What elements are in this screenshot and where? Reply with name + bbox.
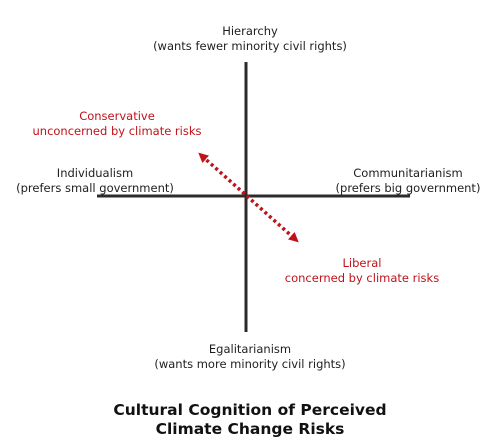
- individualism-title: Individualism: [56, 166, 134, 180]
- communitarianism-label: Communitarianism (prefers big government…: [318, 166, 498, 196]
- title-line-2: Climate Change Risks: [155, 420, 345, 438]
- conservative-description: unconcerned by climate risks: [32, 124, 202, 138]
- climate-risk-arrow: [198, 152, 299, 243]
- egalitarianism-description: (wants more minority civil rights): [154, 357, 346, 371]
- individualism-label: Individualism (prefers small government): [2, 166, 188, 196]
- diagram-title: Cultural Cognition of Perceived Climate …: [0, 401, 500, 439]
- liberal-description: concerned by climate risks: [284, 271, 440, 285]
- hierarchy-description: (wants fewer minority civil rights): [153, 39, 347, 53]
- conservative-annotation: Conservative unconcerned by climate risk…: [12, 109, 222, 139]
- hierarchy-title: Hierarchy: [222, 24, 278, 38]
- liberal-title: Liberal: [342, 256, 382, 270]
- conservative-title: Conservative: [79, 109, 155, 123]
- communitarianism-title: Communitarianism: [353, 166, 463, 180]
- egalitarianism-title: Egalitarianism: [208, 342, 292, 356]
- egalitarianism-label: Egalitarianism (wants more minority civi…: [148, 342, 352, 372]
- hierarchy-label: Hierarchy (wants fewer minority civil ri…: [150, 24, 350, 54]
- communitarianism-description: (prefers big government): [335, 181, 481, 195]
- individualism-description: (prefers small government): [16, 181, 174, 195]
- title-line-1: Cultural Cognition of Perceived: [113, 401, 387, 419]
- liberal-annotation: Liberal concerned by climate risks: [268, 256, 456, 286]
